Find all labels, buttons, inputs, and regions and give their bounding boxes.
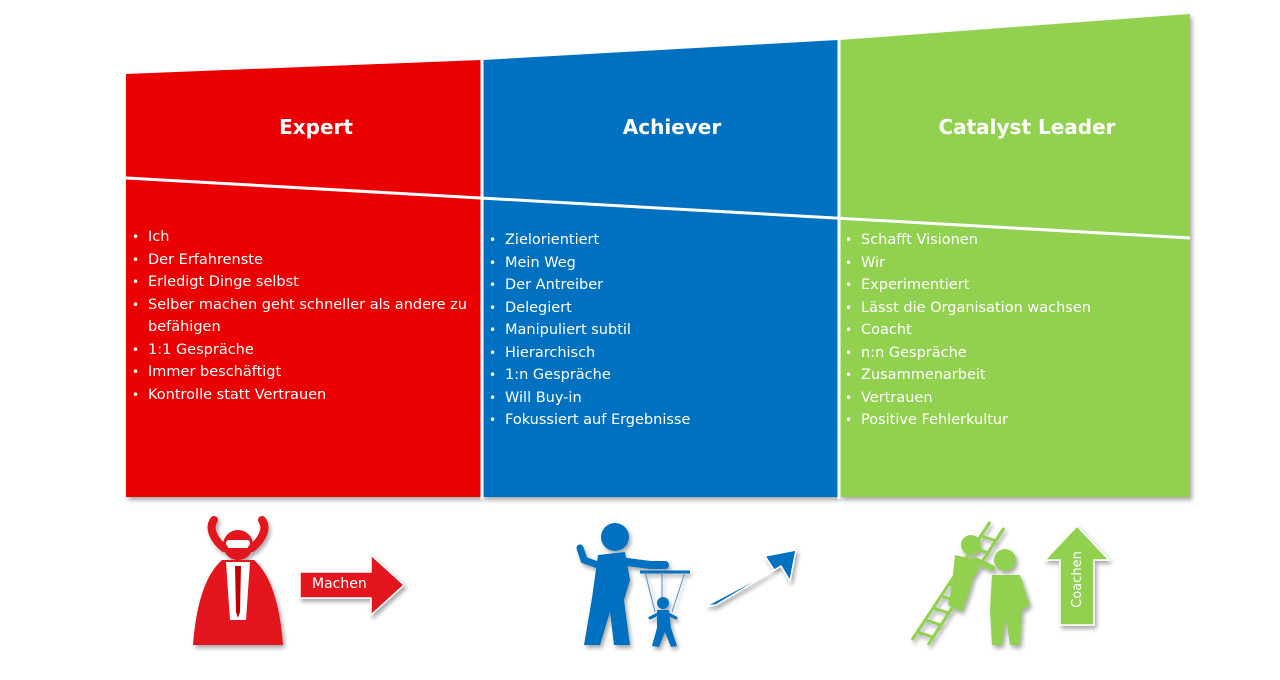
list-item: Fokussiert auf Ergebnisse: [487, 409, 832, 432]
list-item: 1:1 Gespräche: [130, 339, 475, 362]
fuehren-arrow: [705, 549, 797, 607]
list-item: Kontrolle statt Vertrauen: [130, 384, 475, 407]
list-item: Selber machen geht schneller als andere …: [130, 294, 475, 339]
list-item: Ich: [130, 226, 475, 249]
list-item: Erledigt Dinge selbst: [130, 271, 475, 294]
list-item: 1:n Gespräche: [487, 364, 832, 387]
list-item: Manipuliert subtil: [487, 319, 832, 342]
list-item: Schafft Visionen: [843, 229, 1183, 252]
list-item: Der Erfahrenste: [130, 249, 475, 272]
list-item: Vertrauen: [843, 387, 1183, 410]
superhero-icon: [193, 516, 283, 645]
list-item: Positive Fehlerkultur: [843, 409, 1183, 432]
list-item: Experimentiert: [843, 274, 1183, 297]
list-item: Will Buy-in: [487, 387, 832, 410]
coachen-arrow: [1043, 524, 1111, 626]
puppeteer-icon: [576, 523, 690, 647]
list-item: n:n Gespräche: [843, 342, 1183, 365]
list-item: Hierarchisch: [487, 342, 832, 365]
list-item: Wir: [843, 252, 1183, 275]
header-divider-line: [125, 176, 1191, 240]
catalyst-traits-list: Schafft Visionen Wir Experimentiert Läss…: [843, 229, 1183, 432]
list-item: Der Antreiber: [487, 274, 832, 297]
column-title-achiever: Achiever: [622, 115, 722, 139]
machen-arrow-label: Machen: [312, 576, 367, 592]
list-item: Zusammenarbeit: [843, 364, 1183, 387]
coachen-arrow-label: Coachen: [1069, 551, 1085, 608]
machen-arrow: [299, 553, 406, 617]
column-title-expert: Expert: [279, 115, 353, 139]
column-title-catalyst: Catalyst Leader: [938, 115, 1116, 139]
achiever-traits-list: Zielorientiert Mein Weg Der Antreiber De…: [487, 229, 832, 432]
list-item: Delegiert: [487, 297, 832, 320]
list-item: Lässt die Organisation wachsen: [843, 297, 1183, 320]
list-item: Immer beschäftigt: [130, 361, 475, 384]
list-item: Mein Weg: [487, 252, 832, 275]
ladder-helper-icon: [910, 521, 1030, 646]
list-item: Zielorientiert: [487, 229, 832, 252]
expert-traits-list: Ich Der Erfahrenste Erledigt Dinge selbs…: [130, 226, 475, 406]
list-item: Coacht: [843, 319, 1183, 342]
